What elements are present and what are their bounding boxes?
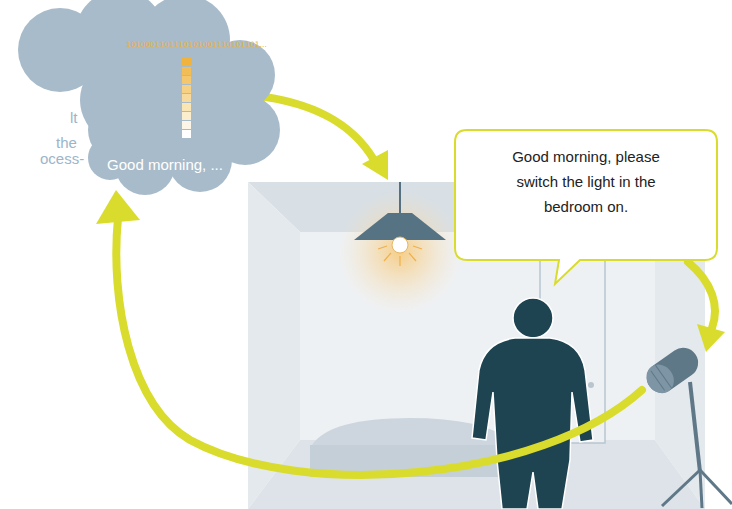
- mic-leg: [662, 470, 700, 506]
- cropped-text-fragment: the: [56, 134, 77, 151]
- data-bar-square: [182, 58, 191, 66]
- cloud-lobe: [80, 40, 250, 160]
- cloud-response: Good morning, ...: [90, 156, 240, 173]
- data-bar-square: [182, 67, 191, 75]
- bubble-outline: [455, 130, 717, 284]
- data-bar-square: [182, 103, 191, 111]
- light-bulb: [392, 237, 408, 253]
- lamp-cord: [399, 182, 401, 214]
- cropped-text-fragment: ocess-: [40, 150, 84, 167]
- cropped-text-fragment: lt: [70, 109, 78, 126]
- light-rays: [378, 246, 422, 266]
- person-head: [513, 298, 553, 338]
- data-bar-square: [182, 130, 191, 138]
- data-bar-square: [182, 112, 191, 120]
- person-body: [472, 338, 593, 509]
- data-bar-square: [182, 121, 191, 129]
- mic-stand: [690, 382, 700, 472]
- lamp-shade: [354, 213, 446, 240]
- bubble-to-mic-arrow: [688, 262, 715, 328]
- data-bar-square: [182, 85, 191, 93]
- binary-data: 1010001101110101001110101101...: [126, 40, 267, 49]
- cloud-shape: [18, 0, 280, 195]
- mic-leg: [700, 470, 732, 504]
- arrow-head: [697, 324, 725, 352]
- person-silhouette: [472, 298, 593, 509]
- door-knob: [588, 382, 594, 388]
- data-bar-square: [182, 94, 191, 102]
- microphone: [641, 342, 732, 508]
- mic-leg: [700, 470, 702, 508]
- speech-bubble: Good morning, please switch the light in…: [455, 130, 717, 260]
- data-bar-square: [182, 76, 191, 84]
- arrow-head: [362, 150, 388, 180]
- arrow-head: [96, 190, 140, 224]
- ceiling-lamp: [354, 182, 446, 266]
- mic-head: [641, 342, 704, 399]
- speech-text: Good morning, please switch the light in…: [507, 144, 665, 219]
